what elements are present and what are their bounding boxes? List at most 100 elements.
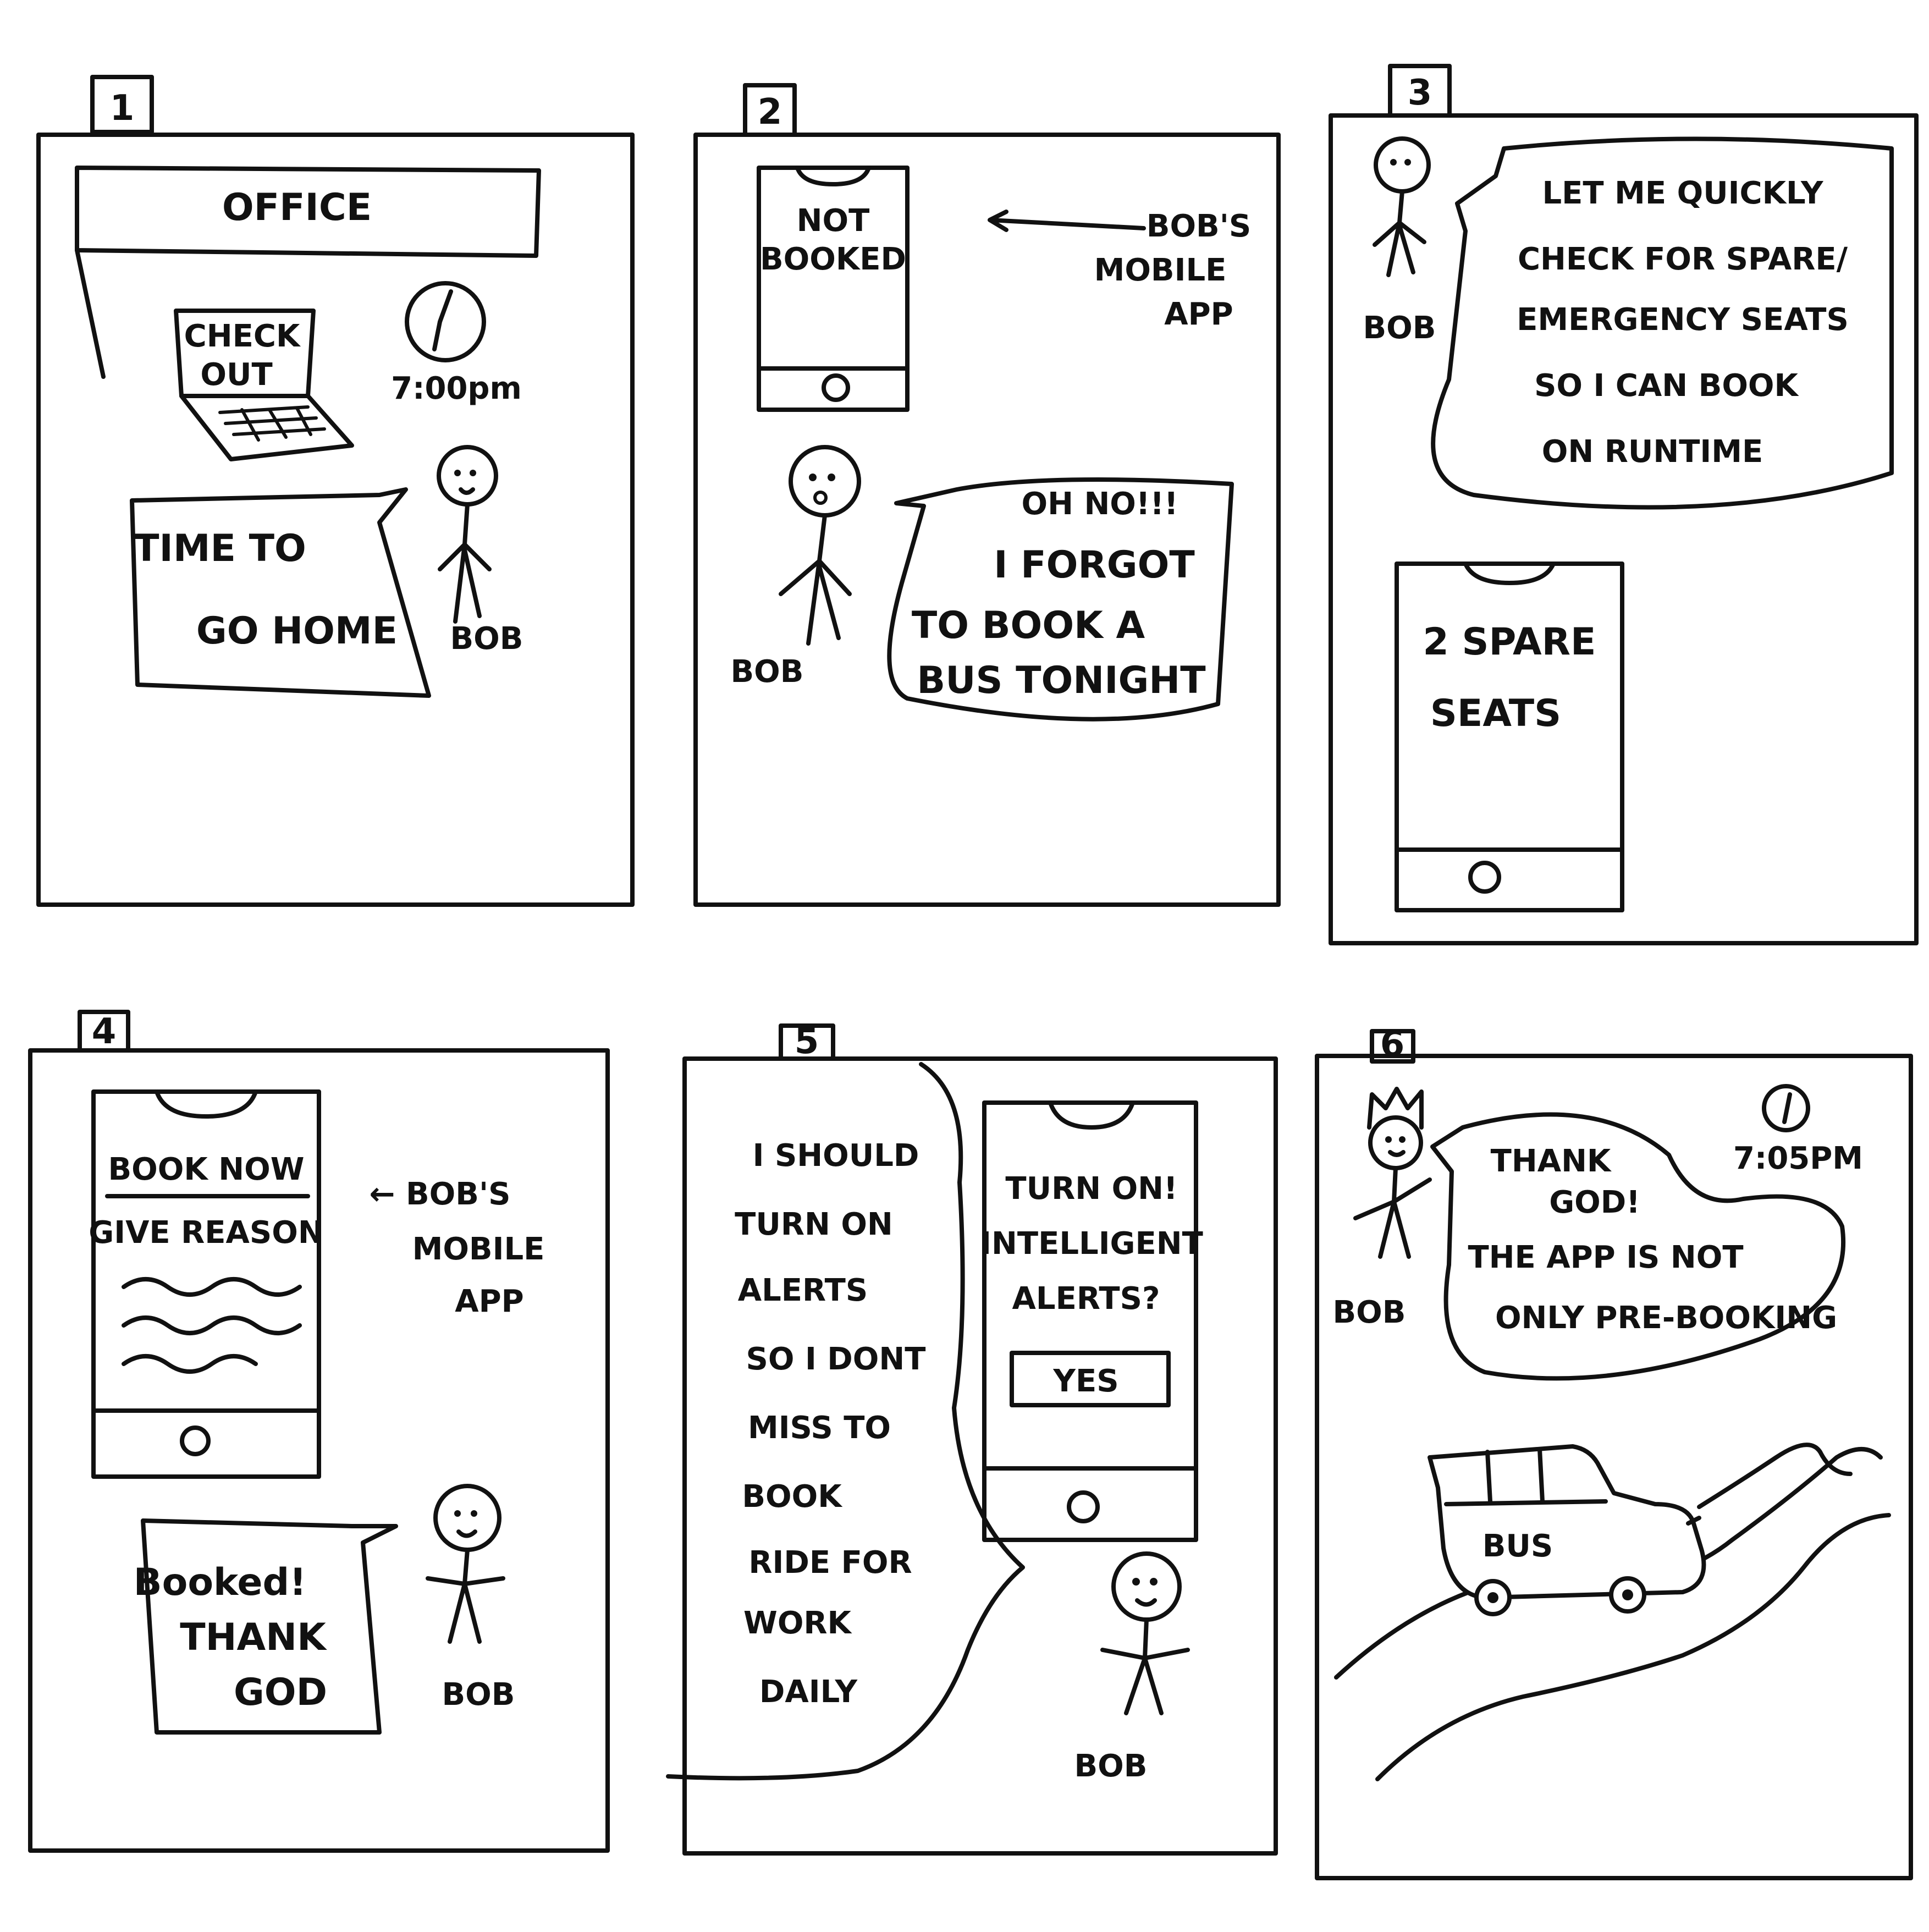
bob-figure (1373, 136, 1431, 277)
bob-figure (426, 1484, 505, 1644)
panel-4-home-button (180, 1425, 211, 1456)
panel-5-character-name: BOB (1074, 1748, 1148, 1784)
panel-5-phone-line-2: INTELLIGENT (980, 1226, 1203, 1262)
panel-3-speech-line-2: CHECK FOR SPARE/ (1518, 241, 1848, 277)
panel-4-phone (91, 1089, 321, 1479)
panel-3-phone-line-2: SEATS (1430, 692, 1561, 735)
panel-4-frame (28, 1048, 610, 1853)
bus-icon (1428, 1444, 1706, 1616)
panel-2-character-name: BOB (731, 654, 804, 690)
panel-5-yes-button-label: YES (1052, 1363, 1118, 1399)
panel-4-menu-book-now[interactable]: BOOK NOW (108, 1152, 304, 1187)
panel-2-phone-line-2: BOOKED (760, 241, 906, 277)
panel-3-home-button (1468, 861, 1501, 894)
panel-6-speech-line-2: GOD! (1549, 1185, 1640, 1220)
panel-1-number: 1 (110, 88, 135, 129)
panel-4-speech-line-1: Booked! (134, 1561, 306, 1604)
panel-4-speech-line-3: GOD (234, 1671, 327, 1714)
panel-2-speech-line-3: TO BOOK A (912, 604, 1145, 647)
panel-6-speech-line-1: THANK (1491, 1143, 1612, 1179)
panel-4-annotation-line-1: ← BOB'S (370, 1176, 511, 1212)
panel-4-annotation-line-2: MOBILE (412, 1231, 545, 1267)
crown-icon (1367, 1087, 1424, 1130)
panel-5-phone-notch (1048, 1100, 1135, 1130)
panel-4-number: 4 (92, 1011, 117, 1052)
panel-4-character-name: BOB (442, 1677, 515, 1713)
road-hill (1697, 1443, 1853, 1509)
panel-3-speech-bubble (1431, 136, 1894, 510)
panel-6: 6 BOB THANK GOD! THE APP IS NOT ONLY PRE… (1315, 1024, 1913, 1880)
panel-2-speech-line-4: BUS TONIGHT (917, 659, 1206, 702)
bob-figure (779, 445, 861, 646)
office-sign-post (75, 248, 106, 379)
panel-6-frame (1315, 1054, 1913, 1880)
panel-1-speech-bubble (130, 487, 431, 698)
panel-3-frame (1329, 113, 1919, 945)
panel-3-phone-line-1: 2 SPARE (1423, 620, 1596, 664)
panel-1-frame (36, 133, 635, 907)
panel-4-phone-notch (155, 1089, 258, 1119)
panel-1-character-name: BOB (450, 621, 523, 657)
panel-6-vehicle-label: BUS (1482, 1528, 1553, 1564)
panel-3-phone-notch (1463, 562, 1556, 585)
panel-4-text-squiggle-3 (122, 1354, 258, 1374)
panel-5-home-button (1067, 1490, 1100, 1523)
panel-5-thought-line-6: BOOK (742, 1479, 843, 1515)
panel-6-speech-bubble (1430, 1112, 1846, 1381)
panel-4-speech-bubble (141, 1518, 398, 1735)
panel-5-thought-line-2: TURN ON (735, 1207, 893, 1242)
panel-2-phone (757, 166, 910, 412)
laptop-keyboard (179, 394, 354, 461)
panel-5-thought-line-1: I SHOULD (753, 1138, 919, 1174)
panel-2: 2 NOT BOOKED BOB'S MOBILE APP BOB OH NO!… (693, 83, 1281, 907)
panel-3: 3 BOB LET ME QUICKLY CHECK FOR SPARE/ EM… (1329, 64, 1919, 945)
panel-2-frame (693, 133, 1281, 907)
panel-2-annotation-line-1: BOB'S (1147, 208, 1251, 244)
panel-2-phone-line-1: NOT (797, 203, 870, 239)
bob-figure (1353, 1087, 1432, 1259)
panel-5-number-box (779, 1023, 835, 1061)
panel-5-thought-line-3: ALERTS (738, 1273, 868, 1308)
panel-3-speech-line-3: EMERGENCY SEATS (1517, 302, 1849, 338)
panel-5-frame (682, 1056, 1278, 1856)
road-edge-right (1375, 1513, 1891, 1781)
laptop-keys (218, 405, 326, 442)
panel-2-speech-line-2: I FORGOT (994, 543, 1195, 587)
panel-5-thought-line-7: RIDE FOR (748, 1545, 912, 1581)
laptop-screen-line-2: OUT (200, 357, 272, 393)
panel-5-thought-outline (666, 1062, 1025, 1781)
panel-4-text-squiggle-2 (122, 1315, 302, 1335)
panel-1-speech-line-2: GO HOME (196, 609, 398, 653)
panel-4-annotation-line-3: APP (455, 1284, 523, 1319)
panel-2-arrow (988, 210, 1146, 232)
panel-3-speech-line-5: ON RUNTIME (1542, 434, 1763, 470)
panel-2-speech-bubble (887, 477, 1234, 722)
panel-6-speech-line-3: THE APP IS NOT (1468, 1240, 1743, 1275)
panel-4-text-squiggle-1 (122, 1277, 302, 1297)
panel-5-phone-line-3: ALERTS? (1012, 1281, 1160, 1317)
panel-3-speech-line-1: LET ME QUICKLY (1542, 175, 1823, 211)
panel-5-number: 5 (795, 1021, 819, 1062)
panel-5-thought-line-4: SO I DONT (746, 1341, 926, 1377)
panel-5-thought-line-8: WORK (743, 1605, 852, 1641)
panel-1-clock-time: 7:00pm (391, 371, 522, 406)
panel-6-number: 6 (1380, 1024, 1405, 1065)
panel-3-character-name: BOB (1363, 310, 1436, 346)
panel-2-home-button (822, 373, 850, 402)
panel-4-speech-line-2: THANK (180, 1616, 327, 1659)
panel-2-annotation-line-2: MOBILE (1094, 252, 1227, 288)
panel-3-phone (1395, 562, 1624, 912)
bob-figure (1100, 1551, 1190, 1715)
panel-5-phone-line-1: TURN ON! (1005, 1171, 1177, 1207)
office-sign-board (75, 166, 541, 258)
panel-5-yes-button[interactable] (1010, 1351, 1171, 1407)
clock-icon (405, 281, 486, 362)
panel-4-menu-give-reason[interactable]: GIVE REASON (89, 1215, 323, 1251)
panel-6-speech-line-4: ONLY PRE-BOOKING (1495, 1300, 1837, 1336)
panel-3-number-box (1388, 64, 1452, 118)
panel-4: 4 BOOK NOW GIVE REASON ← BOB'S MOBILE AP… (28, 1010, 610, 1853)
panel-5-thought-line-5: MISS TO (748, 1410, 891, 1446)
panel-1: 1 OFFICE CHECK OUT 7:00pm TIME TO GO HOM… (36, 75, 635, 907)
